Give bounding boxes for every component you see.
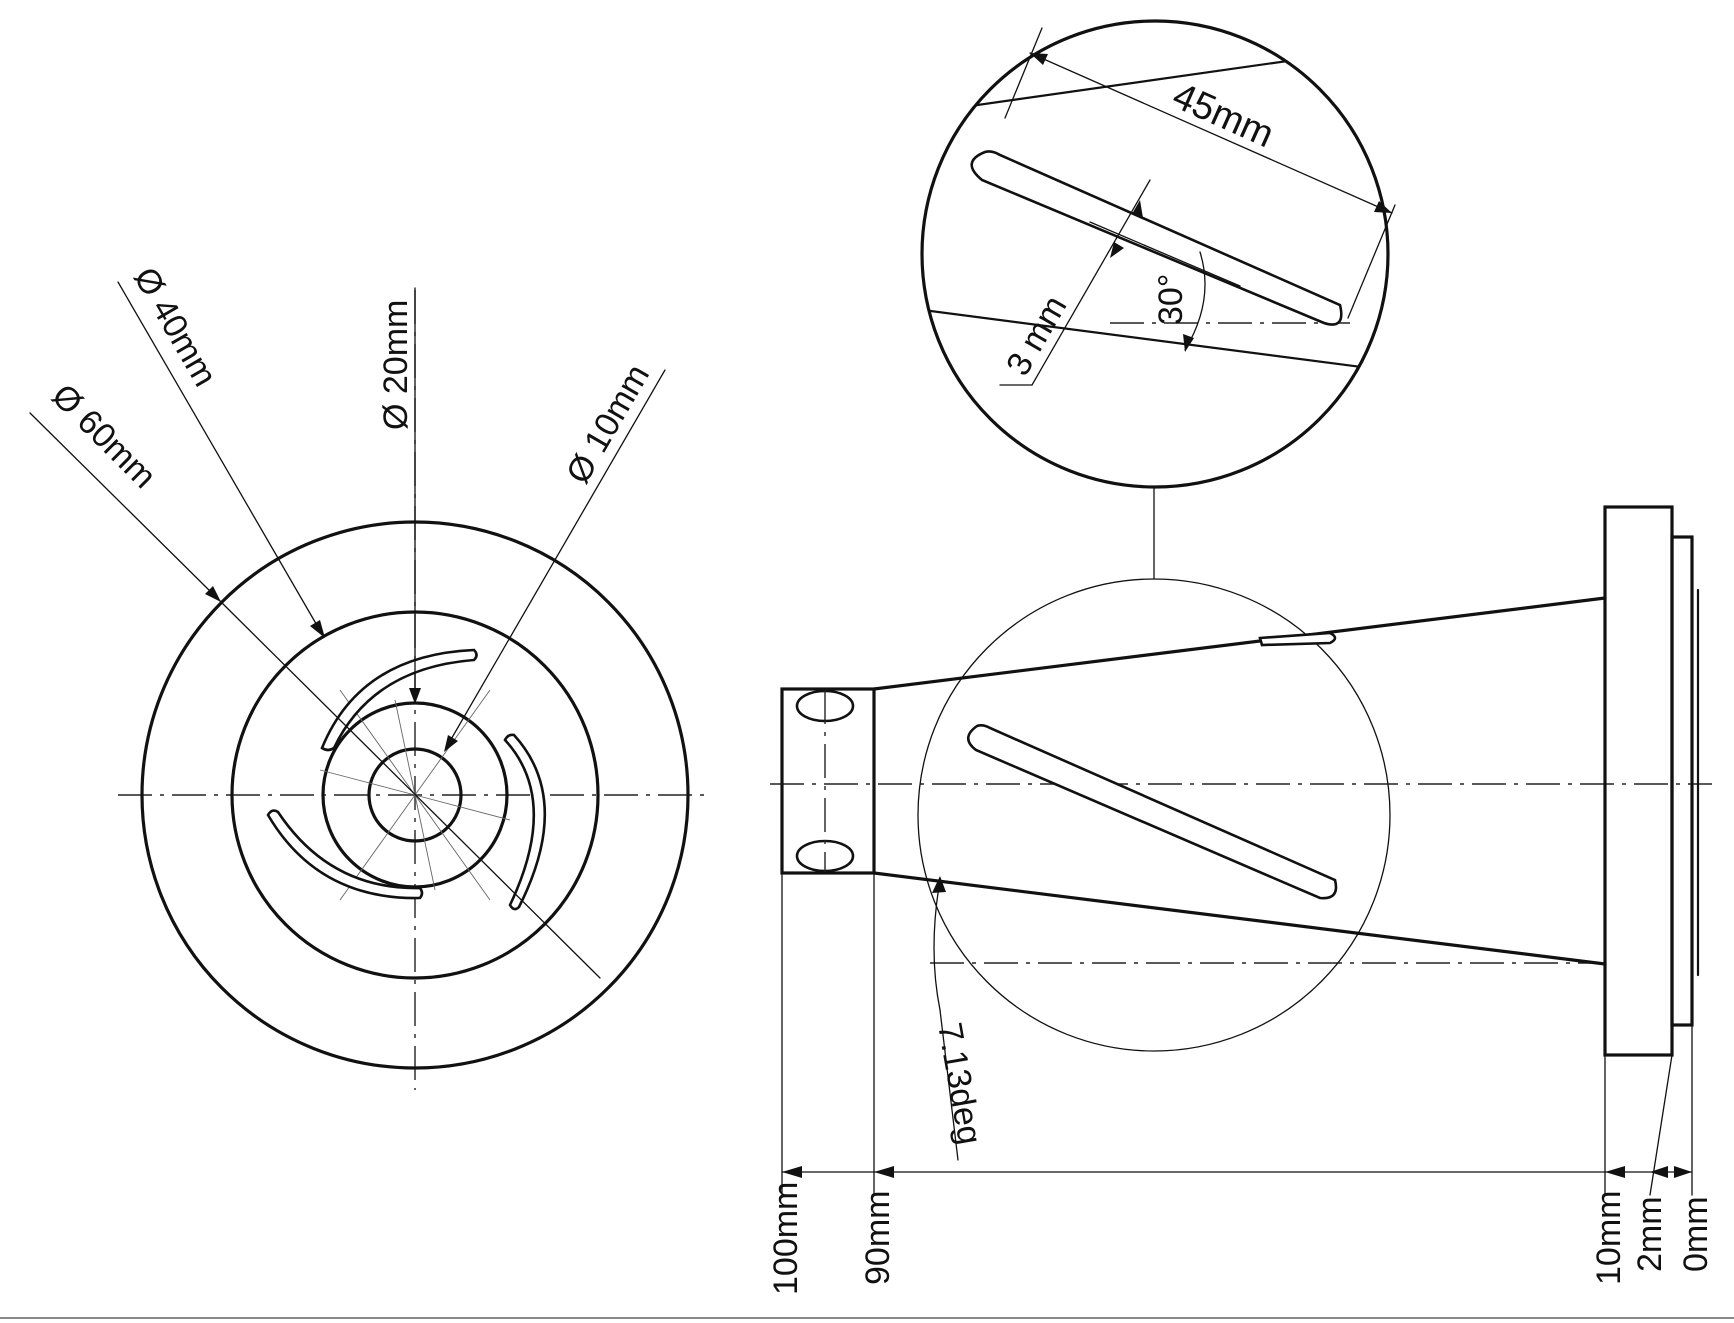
leader-d60 xyxy=(29,412,216,597)
arrow-3-top xyxy=(1132,200,1143,218)
dim-45-ext-left xyxy=(1004,27,1043,119)
dim-45-line xyxy=(1029,52,1393,214)
label-d20: Ø 20mm xyxy=(377,300,415,430)
arrow-d60 xyxy=(205,586,221,602)
dim-3-leader xyxy=(1031,179,1151,386)
arrow-d10 xyxy=(444,735,458,752)
label-2mm: 2mm xyxy=(1631,1196,1669,1272)
cone-top-edge xyxy=(872,596,1607,691)
detail-circle xyxy=(920,19,1390,489)
label-90mm: 90mm xyxy=(859,1191,897,1285)
label-100mm: 100mm xyxy=(767,1182,805,1295)
arrow-10 xyxy=(1605,1166,1625,1178)
label-30deg: 30° xyxy=(1152,274,1190,325)
label-d60: Ø 60mm xyxy=(44,377,163,496)
detail-slot-midline xyxy=(1089,221,1241,287)
arrow-100 xyxy=(782,1166,802,1178)
cone-slot-top-edge xyxy=(1258,631,1337,647)
label-10mm: 10mm xyxy=(1590,1191,1628,1285)
arrow-90 xyxy=(874,1166,894,1178)
neck-block xyxy=(780,687,876,875)
label-3mm: 3 mm xyxy=(999,289,1074,382)
bore-circle xyxy=(367,747,463,843)
label-d10: Ø 10mm xyxy=(559,358,657,490)
arrow-d40 xyxy=(310,620,325,638)
curved-slot-left xyxy=(266,809,424,900)
arrow-3-bottom xyxy=(1110,242,1124,258)
arrow-45-left xyxy=(1030,53,1048,65)
leader-d60-extension xyxy=(214,595,601,979)
leader-d40 xyxy=(117,281,323,635)
arrow-45-right xyxy=(1374,201,1392,213)
arrow-2 xyxy=(1650,1166,1668,1178)
arrow-0 xyxy=(1674,1166,1692,1178)
front-view: Ø 60mm Ø 40mm Ø 20mm Ø 10mm xyxy=(29,261,710,1090)
label-d40: Ø 40mm xyxy=(126,261,224,393)
dim-45-ext-right xyxy=(1347,204,1396,319)
taper-angle-arc xyxy=(933,879,941,1011)
arrow-taper xyxy=(932,876,946,893)
flange-step xyxy=(1670,535,1694,1027)
leader-d10 xyxy=(445,369,666,749)
detail-slot xyxy=(970,150,1343,326)
side-view: 100mm 90mm 10mm 2mm 0mm 7.13deg xyxy=(767,487,1715,1295)
label-taper-angle: 7.13deg xyxy=(930,1020,989,1148)
label-45mm: 45mm xyxy=(1166,75,1280,156)
label-0mm: 0mm xyxy=(1677,1196,1715,1272)
detail-view: 45mm 3 mm 30° xyxy=(920,19,1396,489)
curved-slot-right xyxy=(503,733,547,911)
taper-leader xyxy=(939,1009,959,1161)
arrow-30 xyxy=(1183,334,1194,352)
detail-cone-bottom-edge xyxy=(922,305,1388,374)
cone-slot-diagonal xyxy=(966,724,1338,900)
flange xyxy=(1603,505,1674,1057)
cone-bottom-edge xyxy=(872,871,1607,966)
curved-slot-top xyxy=(320,648,478,752)
arrow-d20 xyxy=(409,688,421,704)
